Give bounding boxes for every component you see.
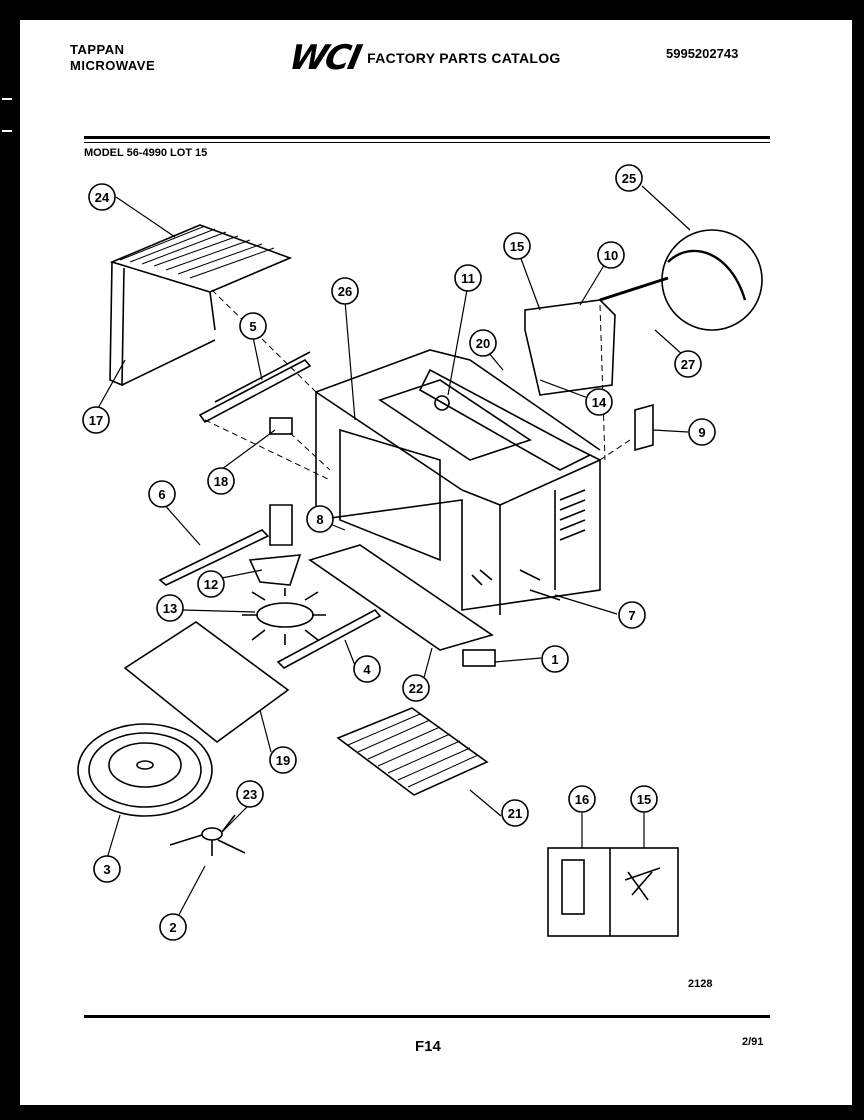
callout-19: 19 <box>269 746 297 774</box>
svg-text:26: 26 <box>338 284 352 299</box>
header-rule <box>84 136 770 139</box>
svg-text:23: 23 <box>243 787 257 802</box>
callout-5: 5 <box>239 312 267 340</box>
roller-guide-part <box>169 814 246 856</box>
svg-text:21: 21 <box>508 806 522 821</box>
hinge-part <box>561 859 585 915</box>
svg-text:27: 27 <box>681 357 695 372</box>
callout-24: 24 <box>88 183 116 211</box>
header-rule-thin <box>84 142 770 143</box>
brand-block: TAPPAN MICROWAVE <box>70 42 155 74</box>
margin-tick <box>2 130 12 132</box>
svg-text:7: 7 <box>628 608 635 623</box>
callout-14: 14 <box>585 388 613 416</box>
callout-8: 8 <box>306 505 334 533</box>
callout-18: 18 <box>207 467 235 495</box>
boxed-parts-panel <box>547 847 679 937</box>
callout-26: 26 <box>331 277 359 305</box>
svg-text:16: 16 <box>575 792 589 807</box>
leader-lines <box>96 185 691 925</box>
svg-text:22: 22 <box>409 681 423 696</box>
svg-text:20: 20 <box>476 336 490 351</box>
callout-6: 6 <box>148 480 176 508</box>
drawing-reference: 2128 <box>688 978 713 990</box>
stirrer-fan-part <box>242 588 326 645</box>
brand-name: TAPPAN <box>70 42 125 57</box>
callout-22: 22 <box>402 674 430 702</box>
catalog-part-number: 5995202743 <box>666 46 739 61</box>
bottom-rail-part <box>276 608 382 669</box>
parts-sheet <box>20 20 852 1105</box>
svg-text:17: 17 <box>89 413 103 428</box>
callout-7: 7 <box>618 601 646 629</box>
revision-date: 2/91 <box>742 1036 764 1048</box>
catalog-heading: WCI FACTORY PARTS CATALOG <box>286 38 561 78</box>
callout-3: 3 <box>93 855 121 883</box>
latch-part <box>524 276 669 396</box>
callout-25: 25 <box>615 164 643 192</box>
callout-20: 20 <box>469 329 497 357</box>
spring-part <box>624 867 661 901</box>
bottom-plate-part <box>308 544 494 651</box>
stirrer-part <box>248 504 302 586</box>
callout-13: 13 <box>156 594 184 622</box>
callout-2: 2 <box>159 913 187 941</box>
svg-text:6: 6 <box>158 487 165 502</box>
footer-rule <box>84 1015 770 1018</box>
svg-text:3: 3 <box>103 862 110 877</box>
detail-circle-part <box>661 229 763 331</box>
callout-15b: 15 <box>630 785 658 813</box>
glass-shelf-part <box>123 621 290 744</box>
callout-16: 16 <box>568 785 596 813</box>
callout-1: 1 <box>541 645 569 673</box>
callout-9: 9 <box>688 418 716 446</box>
callout-labels: 24 25 15 10 11 26 5 20 27 14 17 9 18 6 8… <box>82 164 716 941</box>
svg-text:2: 2 <box>169 920 176 935</box>
svg-text:15: 15 <box>510 239 524 254</box>
callout-10: 10 <box>597 241 625 269</box>
callout-23: 23 <box>236 780 264 808</box>
svg-text:8: 8 <box>316 512 323 527</box>
margin-tick <box>2 98 12 100</box>
svg-text:18: 18 <box>214 474 228 489</box>
svg-text:24: 24 <box>95 190 110 205</box>
switch-part <box>462 649 496 667</box>
callout-11: 11 <box>454 264 482 292</box>
page-number: F14 <box>415 1038 441 1055</box>
svg-text:1: 1 <box>551 652 558 667</box>
svg-text:4: 4 <box>363 662 371 677</box>
svg-text:15: 15 <box>637 792 651 807</box>
callout-12: 12 <box>197 570 225 598</box>
outer-cabinet-part <box>109 224 293 387</box>
callout-21: 21 <box>501 799 529 827</box>
svg-text:5: 5 <box>249 319 256 334</box>
svg-text:10: 10 <box>604 248 618 263</box>
product-type: MICROWAVE <box>70 58 156 73</box>
svg-text:11: 11 <box>461 271 475 286</box>
oven-rack-part <box>336 707 489 796</box>
cover-part <box>634 403 654 452</box>
svg-text:12: 12 <box>204 577 218 592</box>
callout-17: 17 <box>82 406 110 434</box>
svg-text:9: 9 <box>698 425 705 440</box>
svg-text:25: 25 <box>622 171 636 186</box>
svg-text:19: 19 <box>276 753 290 768</box>
turntable-part <box>77 723 213 817</box>
callout-4: 4 <box>353 655 381 683</box>
clip-part <box>269 417 293 435</box>
model-line: MODEL 56-4990 LOT 15 <box>84 147 208 159</box>
callout-15: 15 <box>503 232 531 260</box>
catalog-title: FACTORY PARTS CATALOG <box>367 50 561 66</box>
svg-text:14: 14 <box>592 395 607 410</box>
callout-27: 27 <box>674 350 702 378</box>
side-bracket-part <box>158 529 270 586</box>
top-rail-part <box>198 351 312 424</box>
svg-text:13: 13 <box>163 601 177 616</box>
